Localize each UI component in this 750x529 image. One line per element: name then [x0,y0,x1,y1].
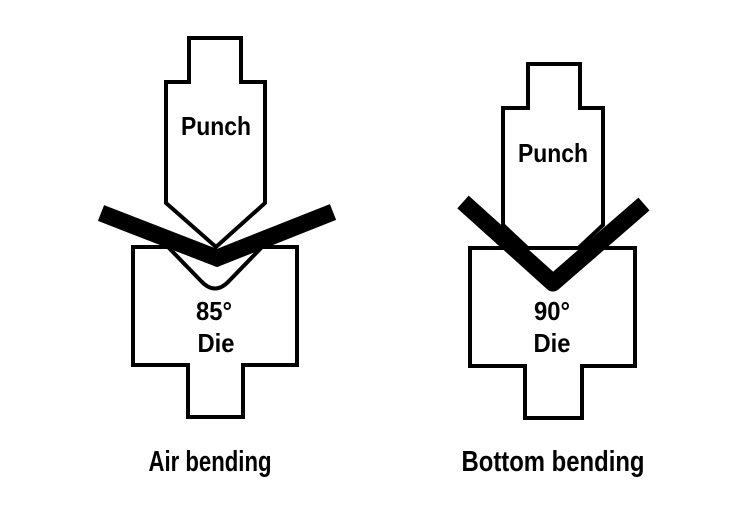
bottom-bending-caption: Bottom bending [462,446,645,478]
bottom-punch-label: Punch [518,138,588,168]
figure-bottom-bending: Punch 90° Die Bottom bending [457,62,650,478]
bottom-die-label: Die [534,328,571,358]
figure-air-bending: Punch 85° Die Air bending [97,36,337,478]
air-punch-shape [164,36,267,250]
air-die-angle: 85° [196,296,232,326]
air-sheet-metal [97,204,337,268]
bottom-die-shape [468,246,637,420]
bottom-die-angle: 90° [534,296,570,326]
air-punch-label: Punch [181,111,251,141]
air-die-shape [131,245,299,419]
bottom-sheet-metal [457,195,650,292]
air-bending-caption: Air bending [149,446,272,478]
air-die-label: Die [198,328,235,358]
